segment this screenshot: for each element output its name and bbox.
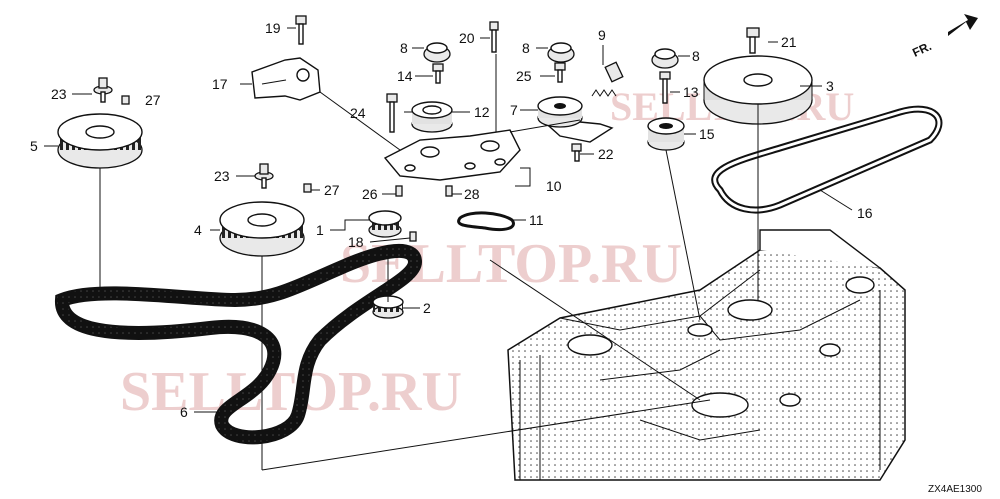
collar [647,117,685,151]
callout-7: 7 [510,102,518,118]
bolt-19 [295,15,307,45]
callout-27a: 27 [145,92,161,108]
front-direction-arrow: FR. [910,14,978,60]
callout-12: 12 [474,104,490,120]
collar-12 [411,101,453,133]
callout-26: 26 [362,186,378,202]
callout-27b: 27 [324,182,340,198]
watermark-3: SELLTOP.RU [120,361,462,423]
bolt-23a [93,77,113,103]
callout-labels: 19 20 21 9 8 8 8 17 14 25 13 3 23 27 24 … [30,20,873,420]
timing-belt [55,244,423,445]
callout-8c: 8 [692,48,700,64]
spring [591,61,624,97]
camshaft-pulley-4 [219,201,305,257]
callout-16: 16 [857,205,873,221]
callout-18: 18 [348,234,364,250]
callout-15: 15 [699,126,715,142]
front-direction-label: FR. [910,39,933,60]
callout-25: 25 [516,68,532,84]
pin-26 [395,185,403,197]
callout-2: 2 [423,300,431,316]
callout-22: 22 [598,146,614,162]
cap-2 [547,42,575,63]
callout-20: 20 [459,30,475,46]
callout-17: 17 [212,76,228,92]
callout-5: 5 [30,138,38,154]
callout-23a: 23 [51,86,67,102]
auxiliary-belt [711,105,943,214]
callout-28: 28 [464,186,480,202]
callout-8a: 8 [400,40,408,56]
pin-18 [409,231,417,242]
bolt-20 [489,21,499,53]
callout-10: 10 [546,178,562,194]
bracket [251,57,321,101]
bolt-13 [659,71,671,104]
callout-24: 24 [350,105,366,121]
tensioner [537,96,614,143]
tensioner-bracket [383,129,521,181]
callout-19: 19 [265,20,281,36]
diagram-code: ZX4AE1300 [928,484,982,495]
bolt-25 [554,62,566,83]
cap-3 [651,48,679,69]
callout-14: 14 [397,68,413,84]
bolt-14 [432,63,444,84]
o-ring [457,211,515,232]
pin-28 [445,185,453,197]
bolt-22 [571,143,582,162]
pulley [703,55,813,125]
gear-1 [368,210,402,238]
callout-23b: 23 [214,168,230,184]
callout-9: 9 [598,27,606,43]
callout-3: 3 [826,78,834,94]
callout-21: 21 [781,34,797,50]
bolt-23b [254,163,274,189]
bolt-24 [386,93,398,133]
callout-13: 13 [683,84,699,100]
engine-block [507,229,906,481]
pin-27a [121,95,130,105]
cap-1 [423,42,451,63]
callout-6: 6 [180,404,188,420]
callout-8b: 8 [522,40,530,56]
camshaft-pulley-5 [57,113,143,169]
callout-4: 4 [194,222,202,238]
bolt-21 [746,27,760,54]
callout-1: 1 [316,222,324,238]
leader-lines [44,27,853,471]
pin-27b [303,183,312,193]
callout-11: 11 [529,212,544,228]
